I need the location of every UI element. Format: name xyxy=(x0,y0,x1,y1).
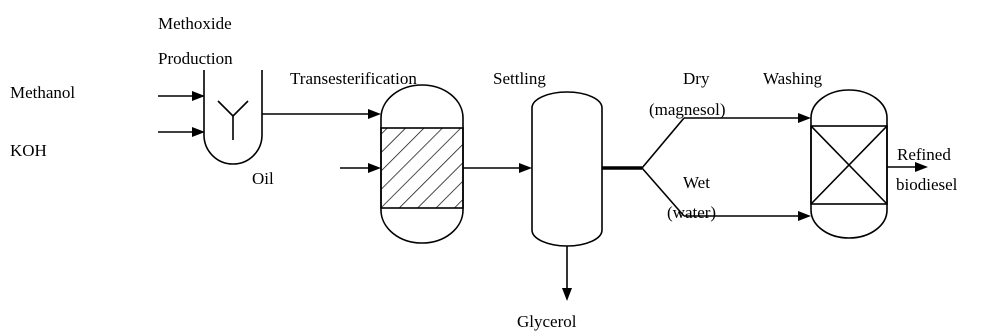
settling-label: Settling xyxy=(493,69,546,88)
reactor-to-settler-arrow xyxy=(463,163,532,173)
catalyst-bed-hatch xyxy=(380,127,464,209)
glycerol-label: Glycerol xyxy=(517,312,577,331)
oil-feed-arrow xyxy=(340,163,381,173)
methoxide-label-line1: Methoxide xyxy=(158,14,232,33)
oil-label: Oil xyxy=(252,169,274,188)
glycerol-outlet-arrow xyxy=(562,246,572,301)
washing-label: Washing xyxy=(763,69,823,88)
wet-path-arrow xyxy=(684,211,811,221)
water-label: (water) xyxy=(667,203,716,222)
transesterification-reactor xyxy=(380,84,464,244)
methoxide-to-reactor-arrow xyxy=(262,109,381,119)
refined-biodiesel-outlet-arrow xyxy=(887,162,928,172)
koh-feed-arrow xyxy=(158,127,205,137)
methoxide-label-line2: Production xyxy=(158,49,233,68)
methanol-label: Methanol xyxy=(10,83,75,102)
wet-label: Wet xyxy=(683,173,710,192)
methoxide-vessel xyxy=(203,70,263,165)
biodiesel-label: biodiesel xyxy=(896,175,958,194)
koh-label: KOH xyxy=(10,141,47,160)
refined-label: Refined xyxy=(897,145,951,164)
settler-outlet-split xyxy=(602,117,685,217)
magnesol-label: (magnesol) xyxy=(649,100,725,119)
dry-label: Dry xyxy=(683,69,710,88)
methanol-feed-arrow xyxy=(158,91,205,101)
settling-vessel xyxy=(531,91,603,247)
dry-path-arrow xyxy=(684,113,811,123)
transesterification-label: Transesterification xyxy=(290,69,417,88)
washing-vessel xyxy=(810,89,888,239)
